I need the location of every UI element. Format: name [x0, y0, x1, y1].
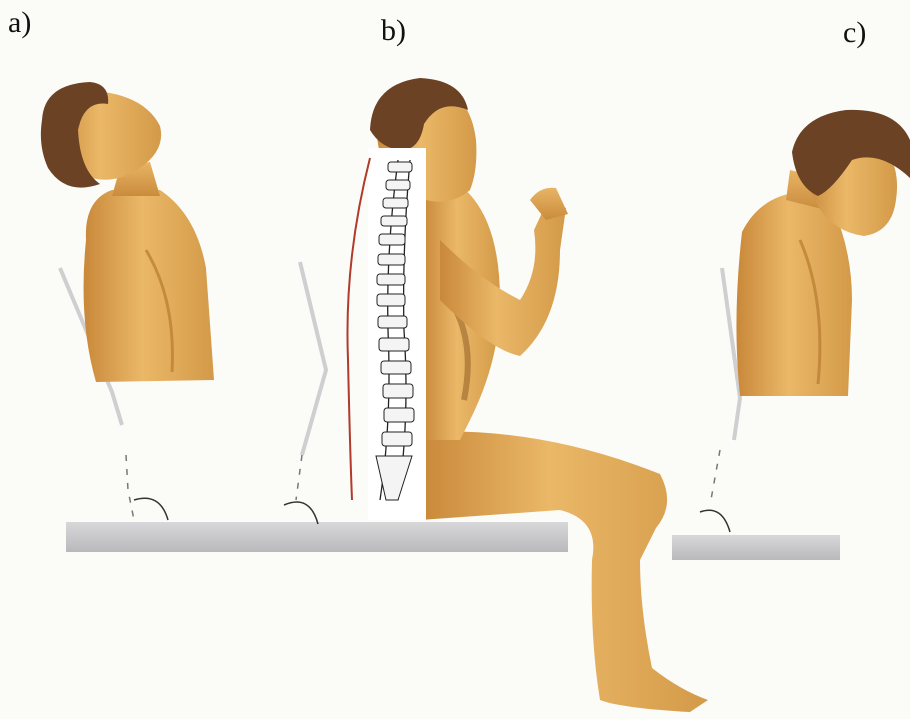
figure-c-head-flexed	[736, 110, 910, 396]
bench-right	[672, 535, 840, 560]
back-support-b	[284, 262, 326, 524]
bench-left	[66, 522, 568, 552]
figure-b-upright	[347, 78, 708, 712]
back-support-c	[700, 268, 740, 532]
figure-a-head-extended	[41, 82, 214, 382]
